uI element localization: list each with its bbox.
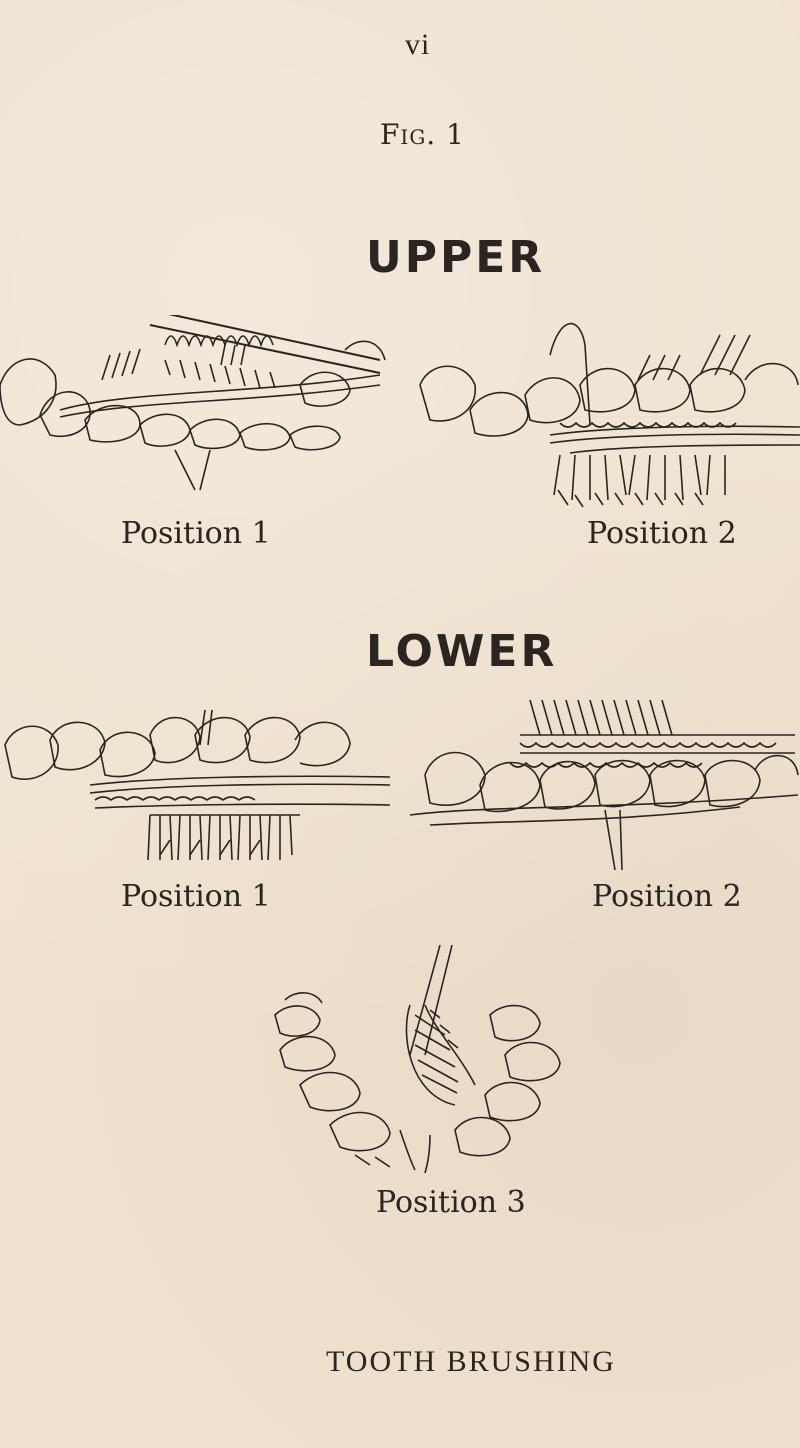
lower-position-2-label: Position 2 (592, 879, 742, 914)
position-3-illustration (260, 945, 600, 1175)
upper-position-2-label: Position 2 (587, 516, 737, 551)
lower-position-1-label: Position 1 (121, 879, 271, 914)
page-number: vi (405, 28, 431, 61)
upper-position-1-illustration (0, 315, 400, 495)
lower-position-2-illustration (410, 695, 800, 875)
figure-label: Fig. 1 (380, 118, 465, 151)
upper-position-1-label: Position 1 (121, 516, 271, 551)
lower-section-title: LOWER (366, 626, 558, 677)
upper-section-title: UPPER (366, 232, 546, 283)
position-3-label: Position 3 (376, 1185, 526, 1220)
figure-caption: TOOTH BRUSHING (326, 1345, 616, 1378)
lower-position-1-illustration (0, 705, 400, 865)
upper-position-2-illustration (410, 315, 800, 515)
